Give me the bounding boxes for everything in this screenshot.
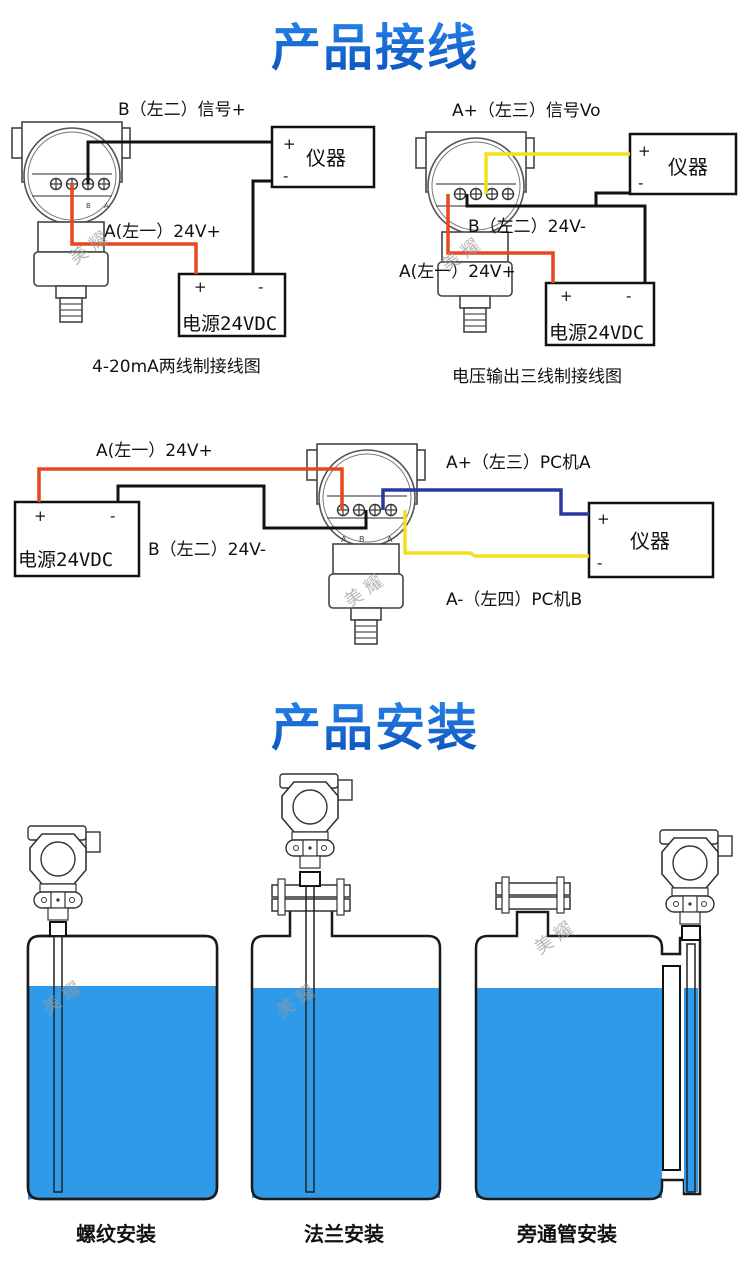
terminal-label-a2: A xyxy=(387,535,393,544)
instrument-plus: + xyxy=(283,135,296,153)
label-a-plus-pc-a: A+（左三）PC机A xyxy=(446,453,591,473)
wire-data-a xyxy=(381,488,589,516)
install-bypass: 美 耀 xyxy=(474,829,733,1201)
psu-title: 电源24VDC xyxy=(182,313,277,335)
diagram-rs485: A(左一）24V+ A B A + - 电源24VDC + - 仪器 B（左二）… xyxy=(13,441,715,645)
instrument-title: 仪器 xyxy=(306,146,346,170)
wire-signal xyxy=(86,140,272,184)
terminal-label-b: B xyxy=(359,535,365,544)
instrument-box xyxy=(270,125,376,189)
install-thread: 美 耀 xyxy=(26,825,219,1201)
psu-minus: - xyxy=(110,507,115,525)
instrument-minus: - xyxy=(638,174,643,192)
caption-bypass-install: 旁通管安装 xyxy=(516,1222,617,1246)
psu-box xyxy=(13,500,141,578)
wire-power-minus xyxy=(116,484,368,530)
transmitter-illustration: B A xyxy=(11,121,131,323)
psu-box xyxy=(177,272,287,338)
label-b-24v-minus: B（左二）24V- xyxy=(148,540,266,560)
instrument-minus: - xyxy=(283,167,288,185)
psu-title: 电源24VDC xyxy=(549,322,644,344)
label-a-24v-plus: A(左一）24V+ xyxy=(96,441,213,461)
wire-signal xyxy=(484,152,630,194)
wire-power-plus xyxy=(70,184,198,274)
terminal-label-b: B xyxy=(86,202,91,210)
wire-power-plus xyxy=(446,194,555,283)
caption-thread-install: 螺纹安装 xyxy=(76,1222,156,1246)
psu-title: 电源24VDC xyxy=(18,549,113,571)
caption-two-wire: 4-20mA两线制接线图 xyxy=(92,357,261,377)
caption-flange-install: 法兰安装 xyxy=(304,1222,384,1246)
watermark: 美 耀 xyxy=(531,918,577,959)
instrument-minus: - xyxy=(597,554,602,572)
instrument-box xyxy=(587,501,715,579)
instrument-plus: + xyxy=(638,142,651,160)
psu-plus: + xyxy=(560,287,573,305)
transmitter-illustration: A B A xyxy=(306,443,426,645)
instrument-plus: + xyxy=(597,510,610,528)
wire-power-minus xyxy=(251,179,272,274)
label-b-24v-minus: B（左二）24V- xyxy=(468,217,586,237)
install-section-title: 产品安装 xyxy=(0,688,750,760)
psu-minus: - xyxy=(626,287,631,305)
caption-three-wire: 电压输出三线制接线图 xyxy=(452,367,622,387)
wire-data-b xyxy=(403,510,589,558)
instrument-box xyxy=(628,132,738,196)
terminal-label-a: A xyxy=(341,535,347,544)
terminal-label-a: A xyxy=(104,202,109,210)
label-a-plus-signal-vo: A+（左三）信号Vo xyxy=(452,101,601,121)
label-a-24v-plus: A(左一）24V+ xyxy=(399,262,516,282)
psu-minus: - xyxy=(258,278,263,296)
psu-box xyxy=(544,281,656,347)
label-b-signal-plus: B（左二）信号+ xyxy=(118,100,246,120)
diagram-three-wire: A+（左三）信号Vo + - 仪器 + - 电源24VDC B（左二）24V- … xyxy=(399,101,738,387)
wire-ground-psu xyxy=(596,204,647,283)
psu-plus: + xyxy=(34,507,47,525)
install-flange: 美 耀 xyxy=(250,773,442,1201)
diagram-two-wire: B（左二）信号+ B A + - 仪器 + - 电源24VDC A(左一）24V… xyxy=(11,100,376,377)
label-a-minus-pc-b: A-（左四）PC机B xyxy=(446,590,582,610)
wiring-section-title: 产品接线 xyxy=(0,8,750,80)
wire-power-plus xyxy=(37,467,344,510)
instrument-title: 仪器 xyxy=(630,529,670,553)
label-a-24v-plus: A(左一）24V+ xyxy=(104,222,221,242)
psu-plus: + xyxy=(194,278,207,296)
instrument-title: 仪器 xyxy=(668,155,708,179)
